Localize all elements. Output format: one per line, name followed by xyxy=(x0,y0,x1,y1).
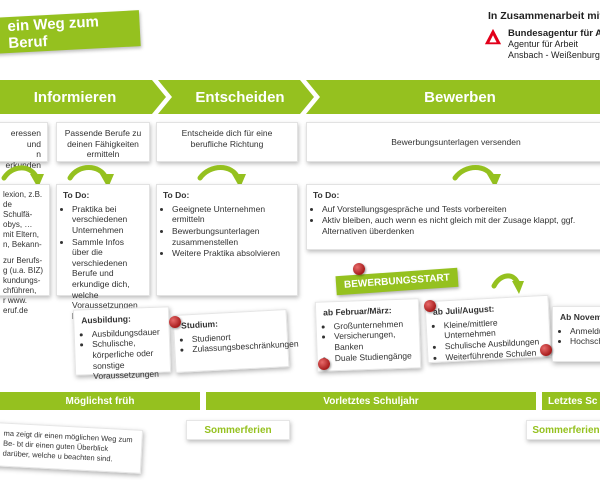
phase-arrows xyxy=(0,80,600,114)
note-item: Schulische, körperliche oder sonstige Vo… xyxy=(92,337,163,382)
note-item: Versicherungen, Banken xyxy=(334,329,413,353)
page-title: ein Weg zum Beruf xyxy=(0,10,141,54)
note-februar: ab Februar/März: Großunternehmen Versich… xyxy=(314,298,422,372)
todo-1-line: g (u.a. BIZ) xyxy=(3,266,44,275)
info-note: ma zeigt dir einen möglichen Weg zum Be-… xyxy=(0,422,144,474)
partner-intro: In Zusammenarbeit mit xyxy=(488,10,600,22)
todo-item: Aktiv bleiben, auch wenn es nicht gleich… xyxy=(322,215,599,236)
note-head: Ausbildung: xyxy=(81,313,131,326)
todo-item: Auf Vorstellungsgespräche und Tests vorb… xyxy=(322,204,599,215)
pin-icon xyxy=(169,316,181,328)
curved-arrow-2 xyxy=(67,165,109,181)
sommerferien-box-2: Sommerferien xyxy=(526,420,600,440)
top-card-1: eressen und n erkunden xyxy=(0,122,48,170)
curved-arrow-3 xyxy=(197,165,241,181)
todo-card-2: To Do: Praktika bei verschiedenen Untern… xyxy=(56,184,150,321)
agency-sub-1: Agentur für Arbeit xyxy=(508,39,579,49)
todo-card-4: To Do: Auf Vorstellungsgespräche und Tes… xyxy=(306,184,600,250)
note-item: Anmeldung xyxy=(570,326,600,337)
top-card-4: Bewerbungsunterlagen versenden xyxy=(306,122,600,162)
sommerferien-box-1: Sommerferien xyxy=(186,420,290,440)
note-head: Ab Novemb xyxy=(560,312,600,322)
arrow-to-juli-icon xyxy=(491,273,524,294)
page-title-text: ein Weg zum Beruf xyxy=(7,13,100,53)
agency-logo-icon xyxy=(484,28,502,45)
note-item: Duale Studiengänge xyxy=(335,350,413,363)
todo-1-line: de Schulfä- xyxy=(3,200,33,219)
timeline-bar-2: Vorletztes Schuljahr xyxy=(206,392,536,410)
phase-arrow-entscheiden xyxy=(158,80,314,114)
todo-item: Weitere Praktika absolvieren xyxy=(172,248,291,259)
phase-bewerben: Bewerben xyxy=(424,88,496,106)
partner-block: In Zusammenarbeit mit Bundesagentur für … xyxy=(484,10,600,61)
todo-1-line: mit Eltern, xyxy=(3,230,40,239)
note-studium: Studium: Studienort Zulassungsbeschränku… xyxy=(172,309,299,373)
todo-item: Bewerbungsunterlagen zusammenstellen xyxy=(172,226,291,247)
todo-item: Praktika bei verschiedenen Unternehmen xyxy=(72,204,143,236)
pin-icon xyxy=(540,344,552,356)
note-ausbildung: Ausbildung: Ausbildungsdauer Schulische,… xyxy=(72,306,172,381)
phase-entscheiden: Entscheiden xyxy=(195,88,285,106)
todo-title: To Do: xyxy=(163,190,190,200)
curved-arrows xyxy=(1,165,501,188)
info-note-text: ma zeigt dir einen möglichen Weg zum Be-… xyxy=(2,428,133,463)
todo-1-line: eruf.de xyxy=(3,306,28,315)
agency-name: Bundesagentur für Arbeit xyxy=(508,28,600,39)
todo-1-line: r www. xyxy=(3,296,27,305)
phase-arrow-bewerben xyxy=(306,80,600,114)
todo-card-3: To Do: Geeignete Unternehmen ermitteln B… xyxy=(156,184,298,296)
note-head: ab Februar/März: xyxy=(323,305,392,318)
todo-title: To Do: xyxy=(313,190,340,200)
top-card-3: Entscheide dich für eine berufliche Rich… xyxy=(156,122,298,162)
curved-arrow-4 xyxy=(452,165,496,181)
todo-1-line: chführen, xyxy=(3,286,37,295)
curved-arrow-1 xyxy=(1,165,39,181)
top-card-2: Passende Berufe zu deinen Fähigkeiten er… xyxy=(56,122,150,162)
phase-informieren: Informieren xyxy=(33,88,117,106)
timeline-bar-3: Letztes Sc xyxy=(542,392,600,410)
timeline-bar-1: Möglichst früh xyxy=(0,392,200,410)
pin-icon xyxy=(353,263,365,275)
note-juli: ab Juli/August: Kleine/mittlere Unterneh… xyxy=(424,294,552,364)
todo-1-line: obys, … xyxy=(3,220,33,229)
pin-icon xyxy=(424,300,436,312)
todo-card-1: lexion, z.B. de Schulfä- obys, … mit Elt… xyxy=(0,184,50,315)
agency-sub-2: Ansbach - Weißenburg xyxy=(508,49,600,60)
pin-icon xyxy=(318,358,330,370)
todo-item: Geeignete Unternehmen ermitteln xyxy=(172,204,291,225)
note-november: Ab Novemb Anmeldung Hochschule xyxy=(552,306,600,362)
note-item: Hochschule xyxy=(570,336,600,347)
todo-1-line: n, Bekann- xyxy=(3,240,42,249)
todo-1-line: kundungs- xyxy=(3,276,41,285)
phase-arrow-informieren xyxy=(0,80,166,114)
todo-1-line: zur Berufs- xyxy=(3,256,43,265)
todo-1-line: lexion, z.B. xyxy=(3,190,43,199)
todo-title: To Do: xyxy=(63,190,90,200)
